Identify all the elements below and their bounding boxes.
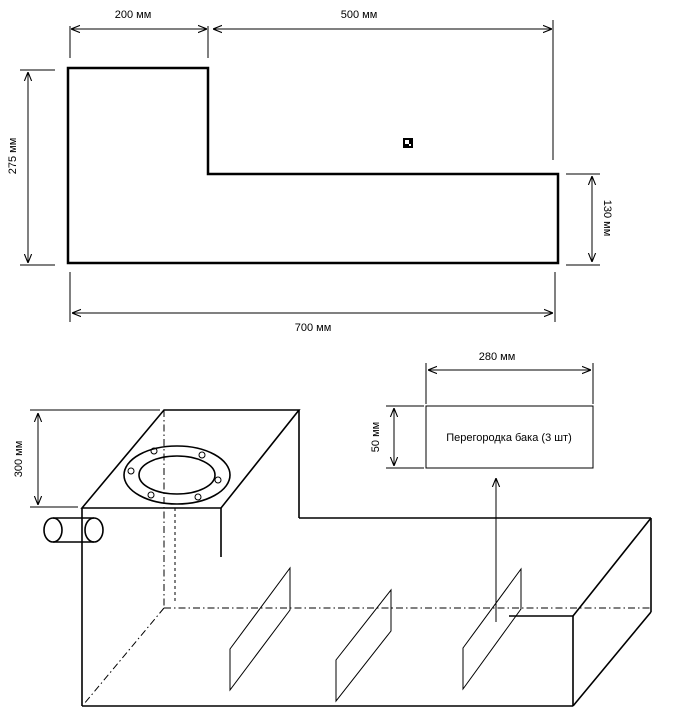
dim-label-500: 500 мм (341, 9, 378, 21)
cursor-icon (403, 138, 413, 148)
partition-detail: Перегородка бака (3 шт) 280 мм 50 мм (370, 351, 594, 622)
dim-label-50: 50 мм (370, 422, 382, 452)
partition-1 (229, 566, 291, 692)
front-right-face (509, 615, 574, 706)
dim-label-300: 300 мм (13, 441, 25, 478)
dim-label-200: 200 мм (115, 9, 152, 21)
partition-3 (462, 567, 522, 691)
plan-view: 200 мм 500 мм 275 мм 130 мм 700 мм (7, 9, 613, 334)
partition-label: Перегородка бака (3 шт) (446, 432, 572, 444)
partition-rect (425, 405, 594, 469)
plan-outline (66, 66, 560, 265)
partition-2 (335, 588, 392, 703)
outlet-pipe (43, 517, 104, 543)
hatch-flange (123, 445, 231, 505)
iso-view: 300 мм (13, 409, 652, 707)
dim-label-275: 275 мм (7, 138, 19, 175)
dim-label-130: 130 мм (601, 200, 613, 237)
dim-label-280: 280 мм (479, 351, 516, 363)
dim-label-700: 700 мм (295, 322, 332, 334)
